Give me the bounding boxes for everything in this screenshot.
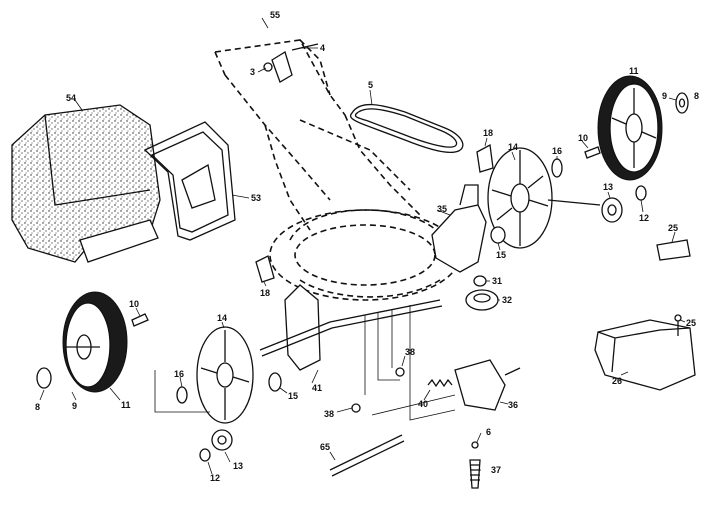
callout-12-left: 12 — [210, 473, 220, 483]
transmission — [431, 184, 506, 273]
rear-wheel-right — [597, 75, 663, 181]
drive-pulley — [465, 275, 499, 311]
pinion-gear-right — [601, 197, 623, 223]
callout-37: 37 — [491, 465, 501, 475]
drive-control-assembly — [454, 359, 521, 411]
gear-cover-left — [255, 255, 275, 283]
nut-38-b — [351, 403, 361, 413]
callout-9-right: 9 — [662, 91, 667, 101]
leader-lines — [39, 17, 686, 475]
nut-left — [199, 448, 211, 462]
callout-11-left: 11 — [121, 400, 131, 410]
callout-6: 6 — [486, 427, 491, 437]
callout-54: 54 — [66, 93, 76, 103]
callout-31: 31 — [492, 276, 502, 286]
callout-18-left: 18 — [260, 288, 270, 298]
callout-38-upper: 38 — [405, 347, 415, 357]
axle-bolt-left — [131, 313, 149, 327]
callout-26: 26 — [612, 376, 622, 386]
callout-10-left: 10 — [129, 299, 139, 309]
callout-16-left: 16 — [174, 369, 184, 379]
pinion-gear-left — [211, 429, 233, 451]
callout-8-right: 8 — [694, 91, 699, 101]
callout-38-lower: 38 — [324, 409, 334, 419]
callout-15-left: 15 — [288, 391, 298, 401]
callout-35: 35 — [437, 204, 447, 214]
adjuster-bolt — [469, 441, 481, 489]
callout-11-right: 11 — [629, 66, 639, 76]
handle-knob — [263, 62, 273, 72]
callout-3: 3 — [250, 67, 255, 77]
hubcap-right — [675, 92, 689, 114]
callout-15-right: 15 — [496, 250, 506, 260]
callout-14-right: 14 — [508, 142, 518, 152]
washer-left — [176, 386, 188, 404]
height-adjust-bracket — [259, 284, 333, 392]
spring — [427, 378, 453, 388]
callout-labels: 55 4 3 5 11 9 8 10 16 18 14 13 12 35 15 … — [35, 10, 699, 483]
callout-12-right: 12 — [639, 213, 649, 223]
mulch-plug — [594, 314, 696, 391]
callout-25-plug: 25 — [686, 318, 696, 328]
nut-right — [635, 185, 647, 201]
nut-38-a — [395, 367, 405, 377]
drive-wheel-left — [154, 326, 254, 424]
callout-16-right: 16 — [552, 146, 562, 156]
washer-right — [551, 158, 563, 178]
bag-frame — [143, 121, 236, 241]
handle-assembly — [214, 39, 421, 231]
callout-18-right: 18 — [483, 128, 493, 138]
hubcap-left — [36, 367, 52, 389]
cable-lines — [364, 305, 456, 421]
callout-13-left: 13 — [233, 461, 243, 471]
callout-25-tag: 25 — [668, 223, 678, 233]
rear-axle-rod — [329, 434, 405, 477]
callout-40: 40 — [418, 399, 428, 409]
callout-65: 65 — [320, 442, 330, 452]
callout-14-left: 14 — [217, 313, 227, 323]
handle-bolt — [291, 43, 319, 51]
rear-wheel-left — [62, 291, 128, 393]
callout-41: 41 — [312, 383, 322, 393]
callout-8-left: 8 — [35, 402, 40, 412]
gear-cover-upper — [476, 143, 494, 173]
callout-36: 36 — [508, 400, 518, 410]
axle-bolt-right — [584, 146, 601, 159]
callout-32: 32 — [502, 295, 512, 305]
axle-shaft — [329, 299, 443, 329]
callout-13-right: 13 — [603, 182, 613, 192]
callout-10-right: 10 — [578, 133, 588, 143]
drive-belt — [349, 103, 464, 154]
drive-wheel-right — [487, 147, 601, 249]
mulch-plug-tag — [656, 239, 691, 261]
callout-5: 5 — [368, 80, 373, 90]
callout-9-left: 9 — [72, 401, 77, 411]
callout-55: 55 — [270, 10, 280, 20]
grass-bag — [11, 104, 161, 263]
callout-53: 53 — [251, 193, 261, 203]
callout-4: 4 — [320, 43, 325, 53]
